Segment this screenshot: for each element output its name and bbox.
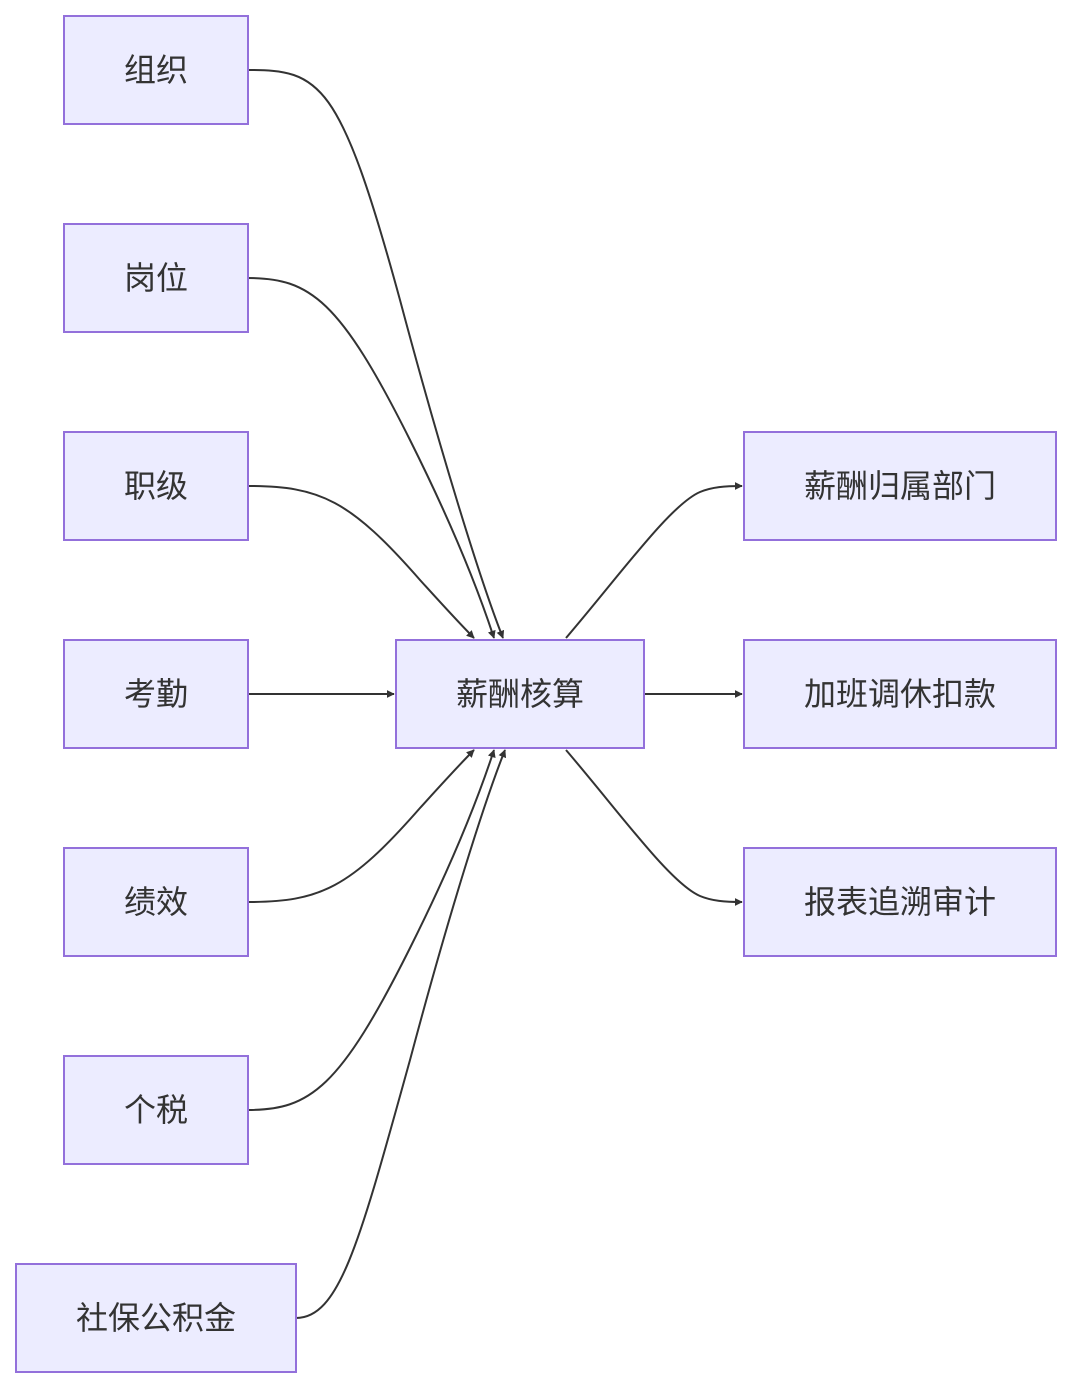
edges-layer [247,69,743,1319]
node-payroll: 薪酬核算 [395,639,645,749]
node-tax: 个税 [63,1055,249,1165]
node-attendance-label: 考勤 [124,675,188,713]
nodes-layer: 组织 岗位 职级 考勤 绩效 个税 社保公积金 薪酬核算 [15,15,1057,1373]
node-audit-box [743,847,1057,957]
edge-social-to-payroll [295,749,507,1319]
node-tax-label: 个税 [124,1091,188,1129]
node-position-box [63,223,249,333]
node-grade-box [63,431,249,541]
node-social-label: 社保公积金 [76,1299,236,1337]
node-performance-box [63,847,249,957]
node-dept-box [743,431,1057,541]
node-payroll-label: 薪酬核算 [456,675,584,713]
node-audit: 报表追溯审计 [743,847,1057,957]
node-position: 岗位 [63,223,249,333]
edge-position-to-payroll [247,277,496,639]
node-overtime: 加班调休扣款 [743,639,1057,749]
edge-grade-to-payroll [247,485,475,639]
edge-payroll-to-dept [565,482,743,639]
node-grade-label: 职级 [124,467,188,505]
edge-org-to-payroll [247,69,505,639]
node-position-label: 岗位 [124,259,188,297]
node-overtime-box [743,639,1057,749]
node-org: 组织 [63,15,249,125]
node-payroll-box [395,639,645,749]
node-dept-label: 薪酬归属部门 [804,467,996,505]
node-tax-box [63,1055,249,1165]
node-dept: 薪酬归属部门 [743,431,1057,541]
node-org-box [63,15,249,125]
node-social-box [15,1263,297,1373]
node-attendance: 考勤 [63,639,249,749]
node-overtime-label: 加班调休扣款 [804,675,996,713]
node-audit-label: 报表追溯审计 [804,883,996,921]
node-attendance-box [63,639,249,749]
edge-performance-to-payroll [247,749,475,903]
edge-tax-to-payroll [247,749,496,1111]
node-grade: 职级 [63,431,249,541]
node-performance-label: 绩效 [124,883,188,921]
node-org-label: 组织 [124,51,188,89]
node-performance: 绩效 [63,847,249,957]
edge-payroll-to-audit [565,749,743,906]
node-social: 社保公积金 [15,1263,297,1373]
